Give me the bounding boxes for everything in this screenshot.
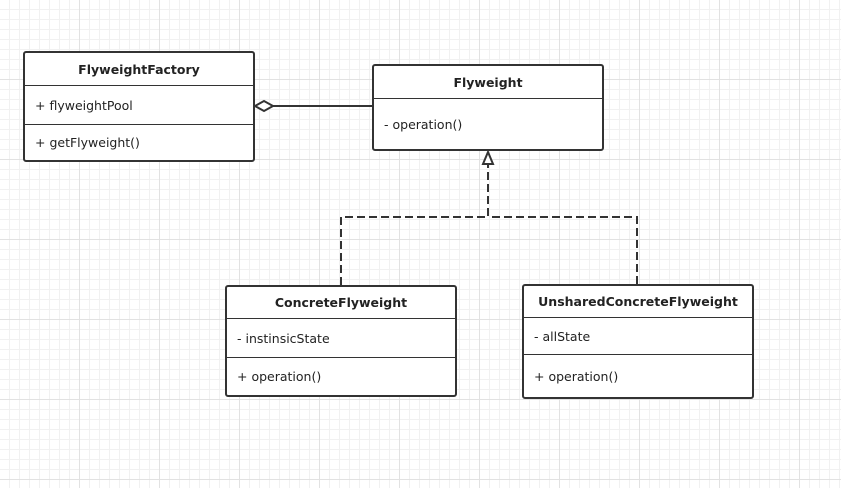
class-name: UnsharedConcreteFlyweight bbox=[538, 294, 738, 309]
class-name: Flyweight bbox=[453, 74, 523, 90]
class-operation: + operation() bbox=[524, 354, 752, 397]
class-attribute: - allState bbox=[524, 317, 752, 354]
class-attribute: - instinsicState bbox=[227, 318, 455, 357]
class-flyweight-factory[interactable]: FlyweightFactory + flyweightPool + getFl… bbox=[23, 51, 255, 162]
class-attribute: + flyweightPool bbox=[25, 85, 253, 124]
realization-arrowhead[interactable] bbox=[481, 149, 495, 165]
class-unshared-concrete-flyweight[interactable]: UnsharedConcreteFlyweight - allState + o… bbox=[522, 284, 754, 399]
aggregation-diamond[interactable] bbox=[252, 99, 276, 113]
class-operation: + operation() bbox=[227, 357, 455, 395]
realization-line-unshared[interactable] bbox=[488, 216, 638, 284]
class-operation: - operation() bbox=[374, 98, 602, 149]
class-name: FlyweightFactory bbox=[78, 61, 200, 77]
class-name: ConcreteFlyweight bbox=[274, 295, 408, 310]
realization-line-concrete[interactable] bbox=[340, 164, 489, 285]
class-concrete-flyweight[interactable]: ConcreteFlyweight - instinsicState + ope… bbox=[225, 285, 457, 397]
class-operation: + getFlyweight() bbox=[25, 124, 253, 160]
class-flyweight[interactable]: Flyweight - operation() bbox=[372, 64, 604, 151]
